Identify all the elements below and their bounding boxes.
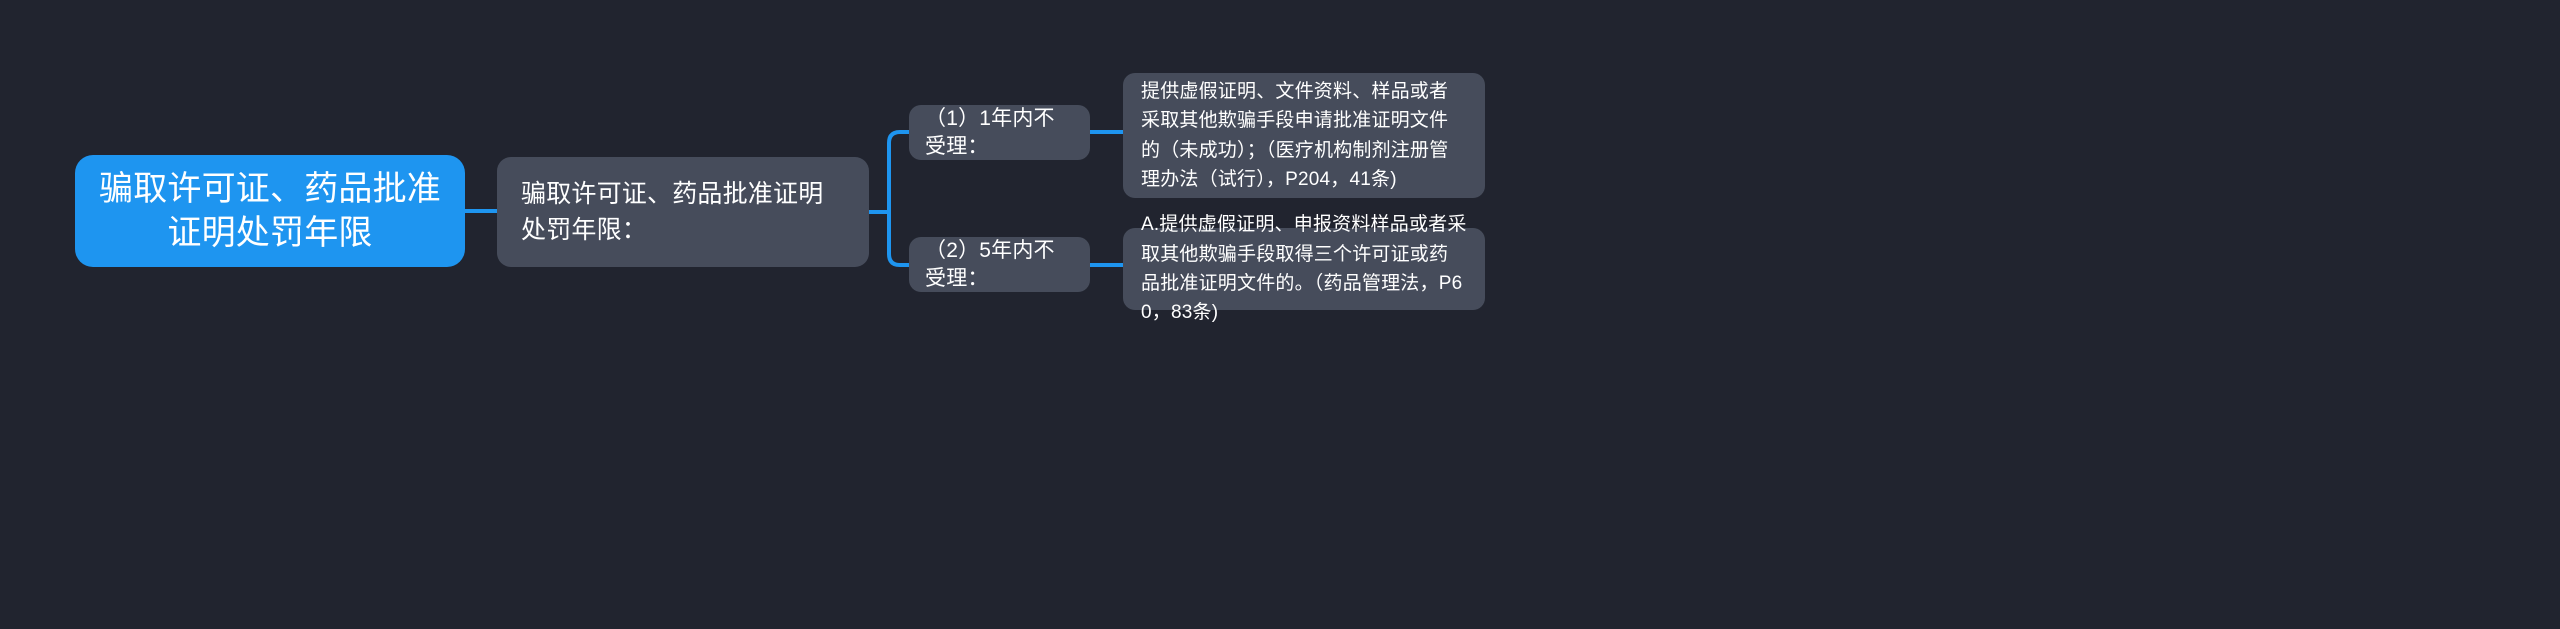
- branch-node-2[interactable]: （2）5年内不受理：: [909, 237, 1090, 292]
- branch-node-2-label: （2）5年内不受理：: [925, 239, 1055, 290]
- detail-node-2[interactable]: A.提供虚假证明、申报资料样品或者采取其他欺骗手段取得三个许可证或药品批准证明文…: [1123, 214, 1485, 323]
- topic-node-label: 骗取许可证、药品批准证明处罚年限：: [521, 180, 824, 244]
- detail-node-1-text: 提供虚假证明、文件资料、样品或者采取其他欺骗手段申请批准证明文件的（未成功）；（…: [1141, 80, 1449, 190]
- detail-node-2-text: A.提供虚假证明、申报资料样品或者采取其他欺骗手段取得三个许可证或药品批准证明文…: [1141, 214, 1467, 324]
- topic-node[interactable]: 骗取许可证、药品批准证明处罚年限：: [497, 157, 869, 267]
- root-node-label: 骗取许可证、药品批准证明处罚年限: [99, 169, 441, 252]
- connector-spine-to-branch-1: [887, 130, 911, 214]
- connector-spine-to-branch-2: [887, 210, 911, 267]
- detail-node-1[interactable]: 提供虚假证明、文件资料、样品或者采取其他欺骗手段申请批准证明文件的（未成功）；（…: [1123, 73, 1485, 198]
- branch-node-1[interactable]: （1）1年内不受理：: [909, 105, 1090, 160]
- branch-node-1-label: （1）1年内不受理：: [925, 107, 1055, 158]
- root-node[interactable]: 骗取许可证、药品批准证明处罚年限: [75, 155, 465, 267]
